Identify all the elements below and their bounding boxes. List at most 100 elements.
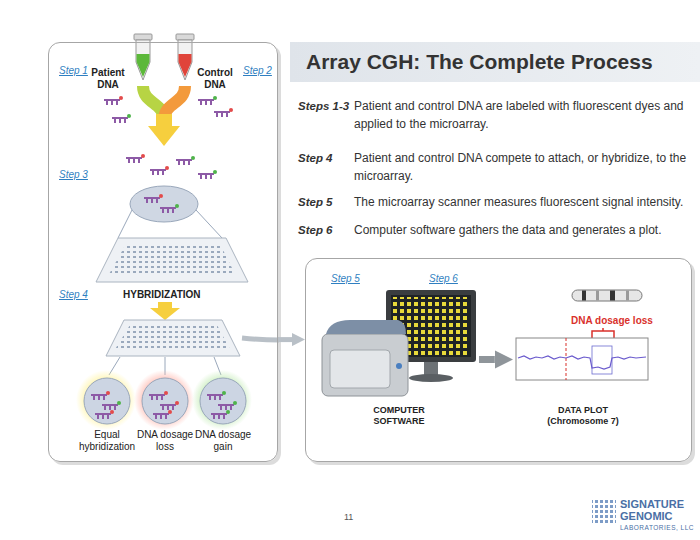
- hybridization-arrow: [150, 302, 180, 320]
- patient-tube: [134, 34, 152, 40]
- dna-fragment: [91, 391, 110, 400]
- dna-fragment: [102, 401, 121, 410]
- mixing-funnel: [156, 114, 172, 128]
- probe-circle-shape: [84, 378, 130, 424]
- step-heading: Steps 1-3: [298, 97, 349, 115]
- probe-circle-shape: [200, 378, 246, 424]
- tube-label: Control DNA: [192, 67, 238, 91]
- flow-connector: [278, 337, 292, 342]
- scanner: [330, 350, 390, 388]
- panel-ground: [48, 42, 695, 465]
- monitor: [424, 362, 438, 376]
- dna-fragments: [198, 170, 217, 179]
- probe-circle-shape: [136, 375, 194, 427]
- chromosome: [610, 291, 615, 301]
- step-heading: Step 6: [298, 221, 333, 239]
- loss-label: DNA dosage loss: [571, 315, 653, 326]
- microarray-slide: [108, 244, 236, 276]
- signal-glow: [76, 370, 136, 430]
- loss-bracket: [592, 328, 614, 338]
- dna-fragment: [160, 401, 179, 410]
- patient-tube: [137, 54, 150, 77]
- signal-glow: [134, 370, 194, 430]
- microarray-zoom: [130, 186, 198, 222]
- scanner: [322, 320, 408, 396]
- plot-frame: [566, 338, 567, 380]
- monitor: [409, 374, 453, 382]
- computer-figure: COMPUTER SOFTWARE: [319, 289, 479, 430]
- chromosome: [582, 291, 586, 301]
- page-number: 11: [344, 512, 353, 522]
- dna-fragments: [214, 108, 233, 117]
- probe-circle: Equal hybridization: [78, 375, 139, 456]
- chromosome: [596, 291, 599, 301]
- step-heading: Step 4: [298, 149, 333, 167]
- step-text: Patient and control DNA compete to attac…: [354, 149, 690, 185]
- logo-text: LABORATORIES, LLC: [620, 524, 694, 531]
- mixing-funnel: [143, 86, 185, 146]
- flow-arrow: [242, 338, 279, 340]
- plot-frame: [516, 338, 648, 380]
- scanner: [322, 334, 408, 396]
- circle-caption: DNA dosage gain: [194, 429, 252, 453]
- dna-fragments: [126, 154, 145, 163]
- microarray-zoom: [144, 194, 163, 203]
- dna-fragment: [149, 391, 168, 400]
- circle-caption: DNA dosage loss: [136, 429, 194, 453]
- step-label: Step 6: [429, 273, 458, 284]
- plot-frame: [516, 338, 648, 380]
- step-label: Step 5: [331, 273, 360, 284]
- microarray-slide: [96, 238, 248, 282]
- mixing-funnel: [148, 126, 180, 146]
- flow-connector: [479, 356, 495, 363]
- chromosome: [572, 290, 642, 301]
- dna-fragments: [104, 96, 123, 105]
- dna-fragments: [198, 96, 217, 105]
- stage-label: HYBRIDIZATION: [123, 289, 201, 300]
- probe-circle-shape: [194, 375, 252, 427]
- control-tube: [179, 54, 192, 77]
- microarray-zoom: [118, 210, 222, 238]
- dna-fragment: [211, 410, 230, 419]
- plot-frame: [592, 346, 612, 374]
- panel-ground: [48, 42, 278, 462]
- dna-fragments: [112, 114, 131, 123]
- microarray-slide: [106, 320, 240, 356]
- dna-fragments: [104, 96, 233, 179]
- microarray-slide: [114, 325, 231, 351]
- circle-caption: Equal hybridization: [78, 429, 136, 453]
- step-text: Computer software gathers the data and g…: [354, 221, 690, 239]
- microarray-slide: [106, 320, 240, 356]
- dna-fragments: [150, 166, 169, 175]
- hybridization-arrow: [150, 308, 180, 320]
- microarray-slide: [96, 238, 248, 282]
- left-panel: Step 1Patient DNAControl DNAStep 2Step 3…: [48, 42, 278, 462]
- plot-frame: [518, 356, 646, 369]
- probe-circle: DNA dosage gain: [194, 375, 255, 456]
- step-heading: Step 5: [298, 193, 333, 211]
- microarray-zoom: [160, 204, 179, 213]
- step-label: Step 4: [59, 289, 88, 300]
- step-label: Step 2: [243, 65, 272, 76]
- dna-fragments: [176, 156, 195, 165]
- patient-tube: [136, 40, 150, 80]
- scanner: [326, 320, 406, 334]
- chromosome: [626, 291, 629, 301]
- right-panel: Step 5 Step 6 COMPUTER SOFTWARE DNA dosage …: [305, 258, 692, 462]
- logo-text: GENOMIC: [620, 510, 673, 522]
- step-label: Step 1: [59, 65, 88, 76]
- control-tube: [178, 40, 192, 80]
- step-label: Step 3: [59, 169, 88, 180]
- logo-text: SIGNATURE: [620, 498, 684, 510]
- probe-circle-shape: [78, 375, 136, 427]
- dna-fragment: [95, 410, 114, 419]
- panel-ground: [305, 258, 692, 462]
- signal-glow: [192, 370, 252, 430]
- patient-tube: [134, 34, 152, 80]
- title-band: [290, 42, 700, 82]
- data-plot: DNA dosage lossDATA PLOT (Chromosome 7): [513, 289, 663, 430]
- control-tube: [176, 34, 194, 80]
- figure-caption: COMPUTER SOFTWARE: [359, 405, 439, 427]
- page-title: Array CGH: The Complete Process: [306, 50, 653, 74]
